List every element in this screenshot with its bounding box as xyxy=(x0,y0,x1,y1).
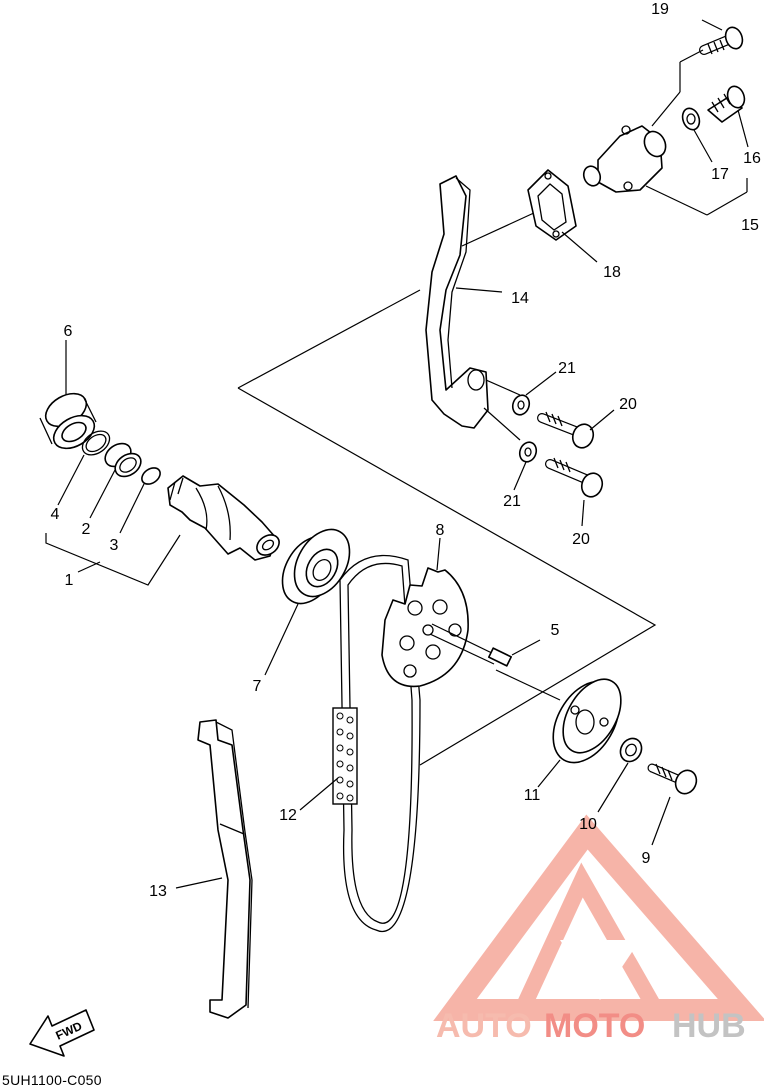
callout-8: 8 xyxy=(436,522,445,539)
part-21-washer-lower xyxy=(513,441,538,491)
part-12-timing-chain xyxy=(299,554,421,933)
callout-21-upper: 21 xyxy=(558,360,576,377)
callout-11: 11 xyxy=(524,787,541,804)
callout-10: 10 xyxy=(579,816,597,833)
part-7-bearing xyxy=(264,528,351,676)
part-17-washer xyxy=(681,107,713,163)
callout-14: 14 xyxy=(511,290,529,307)
part-1-camshaft xyxy=(167,475,280,561)
part-19-bolt xyxy=(651,19,744,127)
part-16-plug-bolt xyxy=(707,85,749,148)
watermark-text-hub: HUB xyxy=(672,1007,746,1045)
callout-7: 7 xyxy=(253,678,262,695)
callout-6: 6 xyxy=(64,323,73,340)
callout-3: 3 xyxy=(110,537,119,554)
watermark-text-auto: AUTO xyxy=(436,1007,532,1045)
callout-4: 4 xyxy=(51,506,60,523)
callout-16: 16 xyxy=(743,150,761,167)
watermark-logo: AUTO MOTO HUB xyxy=(433,814,764,1045)
callout-2: 2 xyxy=(82,521,91,538)
part-15-tensioner-body xyxy=(582,125,748,216)
part-20-bolt-upper xyxy=(537,409,615,449)
callout-1: 1 xyxy=(65,572,74,589)
callout-20-upper: 20 xyxy=(619,396,637,413)
part-8-cam-sprocket xyxy=(381,537,469,688)
callout-19: 19 xyxy=(651,1,669,18)
callout-17: 17 xyxy=(711,166,729,183)
part-20-bolt-lower xyxy=(545,457,604,527)
part-9-bolt xyxy=(647,763,698,846)
part-21-washer-upper xyxy=(511,371,557,416)
part-2-sleeve xyxy=(89,442,142,519)
callout-20-lower: 20 xyxy=(572,531,590,548)
part-14-tensioner-guide xyxy=(425,175,537,441)
callout-12: 12 xyxy=(279,807,297,824)
part-3-pin xyxy=(119,467,161,534)
part-5-dowel-pin xyxy=(429,623,561,701)
watermark-text-moto: MOTO xyxy=(544,1007,645,1045)
diagram-code: 5UH1100-C050 xyxy=(2,1072,102,1088)
part-10-washer xyxy=(597,737,643,813)
part-18-gasket xyxy=(527,169,598,263)
callout-15: 15 xyxy=(741,217,759,234)
callout-9: 9 xyxy=(642,850,651,867)
callout-13: 13 xyxy=(149,883,167,900)
assembly-frame xyxy=(237,289,421,389)
fwd-arrow-icon: FWD xyxy=(29,1009,95,1057)
part-4-circlip xyxy=(57,430,111,506)
assembly-frame-right xyxy=(237,387,657,766)
part-13-chain-guide xyxy=(175,719,253,1019)
part-11-plate xyxy=(537,678,622,788)
callout-5: 5 xyxy=(551,622,560,639)
callout-18: 18 xyxy=(603,264,621,281)
callout-21-lower: 21 xyxy=(503,493,521,510)
part-6-bearing xyxy=(39,340,97,450)
